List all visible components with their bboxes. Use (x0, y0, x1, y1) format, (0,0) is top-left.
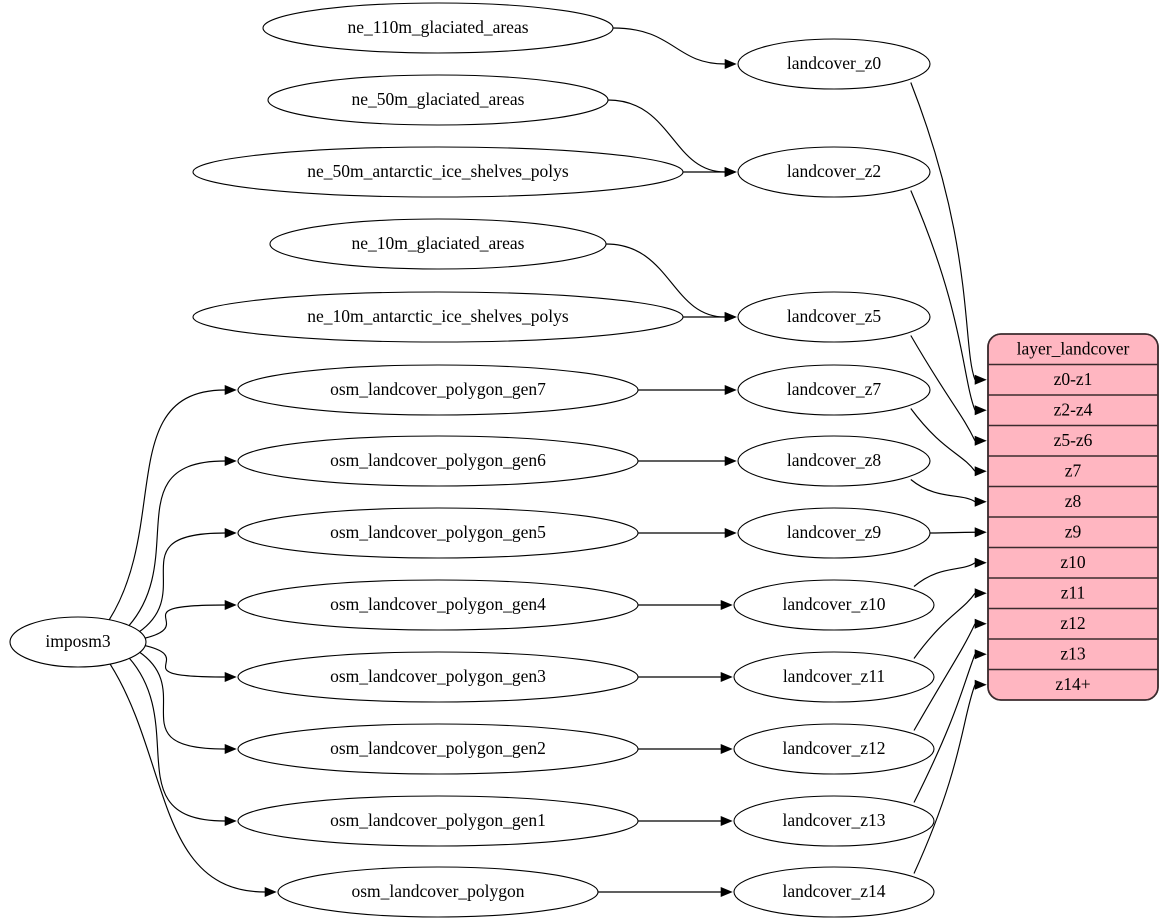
edge-osm_landcover_polygon_gen5-to-landcover_z9 (638, 527, 737, 539)
table-row-z5-z6[interactable]: z5-z6 (1054, 430, 1093, 450)
node-ne_50m_antarctic_ice_shelves_polys[interactable]: ne_50m_antarctic_ice_shelves_polys (192, 146, 684, 198)
table-row-z13[interactable]: z13 (1060, 643, 1086, 663)
node-label-ne_10m_antarctic_ice_shelves_polys: ne_10m_antarctic_ice_shelves_polys (307, 306, 569, 326)
node-label-osm_landcover_polygon_gen7: osm_landcover_polygon_gen7 (330, 379, 546, 399)
node-ne_10m_antarctic_ice_shelves_polys[interactable]: ne_10m_antarctic_ice_shelves_polys (192, 291, 684, 343)
edge-ne_10m_antarctic_ice_shelves_polys-to-landcover_z5 (683, 311, 737, 323)
node-label-landcover_z10: landcover_z10 (782, 594, 885, 614)
edge-imposm3-to-osm_landcover_polygon_gen5 (138, 527, 237, 633)
edge-landcover_z2-to-row-z2-z4 (910, 190, 987, 416)
node-landcover_z0[interactable]: landcover_z0 (737, 38, 931, 90)
nodes-layer: imposm3 ne_110m_glaciated_areas ne_50m_gla… (9, 2, 935, 918)
node-label-ne_50m_antarctic_ice_shelves_polys: ne_50m_antarctic_ice_shelves_polys (307, 161, 569, 181)
node-landcover_z13[interactable]: landcover_z13 (733, 795, 935, 847)
edge-landcover_z13-to-row-z13 (913, 649, 987, 803)
node-label-landcover_z12: landcover_z12 (782, 738, 885, 758)
node-osm_landcover_polygon_gen3[interactable]: osm_landcover_polygon_gen3 (237, 651, 639, 703)
node-landcover_z9[interactable]: landcover_z9 (737, 507, 931, 559)
edge-osm_landcover_polygon-to-landcover_z14 (598, 886, 733, 898)
table-row-z12[interactable]: z12 (1060, 613, 1085, 633)
edge-osm_landcover_polygon_gen1-to-landcover_z13 (638, 815, 733, 827)
node-osm_landcover_polygon_gen4[interactable]: osm_landcover_polygon_gen4 (237, 579, 639, 631)
edge-landcover_z12-to-row-z12 (913, 618, 987, 731)
table-row-z8[interactable]: z8 (1065, 491, 1082, 511)
node-label-ne_10m_glaciated_areas: ne_10m_glaciated_areas (352, 233, 525, 253)
table-row-z2-z4[interactable]: z2-z4 (1054, 399, 1093, 419)
table-outline (987, 333, 1159, 701)
table-row-z9[interactable]: z9 (1065, 521, 1082, 541)
node-label-landcover_z0: landcover_z0 (787, 53, 882, 73)
node-ne_110m_glaciated_areas[interactable]: ne_110m_glaciated_areas (262, 2, 614, 54)
edge-ne_110m_glaciated_areas-to-landcover_z0 (612, 27, 737, 70)
node-label-landcover_z9: landcover_z9 (787, 522, 882, 542)
edges-layer (108, 27, 987, 898)
edge-imposm3-to-osm_landcover_polygon_gen4 (142, 599, 237, 640)
node-label-landcover_z11: landcover_z11 (783, 666, 885, 686)
table-row-z14+[interactable]: z14+ (1055, 674, 1090, 694)
edge-imposm3-to-osm_landcover_polygon_gen6 (128, 455, 237, 627)
node-label-ne_110m_glaciated_areas: ne_110m_glaciated_areas (347, 17, 528, 37)
layer-landcover-table: layer_landcover z0-z1 z2-z4 z5-z6 z7 z8 z9 z10 z… (987, 333, 1159, 701)
edge-osm_landcover_polygon_gen6-to-landcover_z8 (638, 455, 737, 467)
node-label-landcover_z8: landcover_z8 (787, 450, 882, 470)
edge-landcover_z14-to-row-z14+ (913, 679, 987, 874)
node-osm_landcover_polygon_gen5[interactable]: osm_landcover_polygon_gen5 (237, 507, 639, 559)
node-landcover_z10[interactable]: landcover_z10 (733, 579, 935, 631)
node-landcover_z14[interactable]: landcover_z14 (733, 866, 935, 918)
node-label-osm_landcover_polygon_gen6: osm_landcover_polygon_gen6 (330, 450, 546, 470)
edge-imposm3-to-osm_landcover_polygon_gen3 (142, 644, 237, 683)
table-row-z7[interactable]: z7 (1065, 460, 1082, 480)
node-osm_landcover_polygon[interactable]: osm_landcover_polygon (277, 866, 599, 918)
node-label-landcover_z14: landcover_z14 (782, 881, 885, 901)
node-landcover_z2[interactable]: landcover_z2 (737, 146, 931, 198)
node-landcover_z12[interactable]: landcover_z12 (733, 723, 935, 775)
edge-landcover_z5-to-row-z5-z6 (910, 335, 987, 446)
edge-ne_50m_antarctic_ice_shelves_polys-to-landcover_z2 (683, 166, 737, 178)
edge-osm_landcover_polygon_gen4-to-landcover_z10 (638, 599, 733, 611)
edge-landcover_z7-to-row-z7 (910, 408, 987, 477)
table-header-label: layer_landcover (1017, 338, 1130, 358)
node-label-osm_landcover_polygon_gen2: osm_landcover_polygon_gen2 (330, 738, 546, 758)
node-landcover_z5[interactable]: landcover_z5 (737, 291, 931, 343)
node-osm_landcover_polygon_gen7[interactable]: osm_landcover_polygon_gen7 (237, 364, 639, 416)
edge-osm_landcover_polygon_gen7-to-landcover_z7 (638, 384, 737, 396)
edge-imposm3-to-osm_landcover_polygon (109, 663, 277, 898)
node-osm_landcover_polygon_gen1[interactable]: osm_landcover_polygon_gen1 (237, 795, 639, 847)
edge-landcover_z0-to-row-z0-z1 (910, 82, 987, 385)
node-landcover_z7[interactable]: landcover_z7 (737, 364, 931, 416)
node-label-landcover_z5: landcover_z5 (787, 306, 882, 326)
node-label-imposm3: imposm3 (45, 631, 110, 651)
edge-imposm3-to-osm_landcover_polygon_gen7 (108, 384, 237, 621)
table-row-z11[interactable]: z11 (1061, 582, 1086, 602)
table-row-z10[interactable]: z10 (1060, 552, 1086, 572)
node-label-osm_landcover_polygon_gen4: osm_landcover_polygon_gen4 (330, 594, 546, 614)
edge-imposm3-to-osm_landcover_polygon_gen2 (138, 650, 237, 755)
node-label-osm_landcover_polygon_gen3: osm_landcover_polygon_gen3 (330, 666, 546, 686)
node-osm_landcover_polygon_gen6[interactable]: osm_landcover_polygon_gen6 (237, 435, 639, 487)
node-label-osm_landcover_polygon_gen1: osm_landcover_polygon_gen1 (330, 810, 546, 830)
node-osm_landcover_polygon_gen2[interactable]: osm_landcover_polygon_gen2 (237, 723, 639, 775)
node-ne_50m_glaciated_areas[interactable]: ne_50m_glaciated_areas (267, 74, 609, 126)
edge-osm_landcover_polygon_gen3-to-landcover_z11 (638, 671, 733, 683)
edge-landcover_z10-to-row-z10 (913, 557, 987, 587)
edge-imposm3-to-osm_landcover_polygon_gen1 (128, 657, 237, 827)
table-row-z0-z1[interactable]: z0-z1 (1054, 369, 1093, 389)
node-label-landcover_z13: landcover_z13 (782, 810, 885, 830)
node-label-ne_50m_glaciated_areas: ne_50m_glaciated_areas (352, 89, 525, 109)
node-label-landcover_z2: landcover_z2 (787, 161, 881, 181)
node-imposm3[interactable]: imposm3 (9, 616, 147, 668)
edge-osm_landcover_polygon_gen2-to-landcover_z12 (638, 743, 733, 755)
edge-landcover_z9-to-row-z9 (929, 527, 987, 538)
node-ne_10m_glaciated_areas[interactable]: ne_10m_glaciated_areas (269, 218, 607, 270)
edge-landcover_z8-to-row-z8 (910, 479, 987, 507)
node-label-osm_landcover_polygon: osm_landcover_polygon (351, 881, 524, 901)
edge-landcover_z11-to-row-z11 (913, 588, 987, 659)
node-label-osm_landcover_polygon_gen5: osm_landcover_polygon_gen5 (330, 522, 546, 542)
node-label-landcover_z7: landcover_z7 (787, 379, 882, 399)
node-landcover_z8[interactable]: landcover_z8 (737, 435, 931, 487)
node-landcover_z11[interactable]: landcover_z11 (733, 651, 935, 703)
